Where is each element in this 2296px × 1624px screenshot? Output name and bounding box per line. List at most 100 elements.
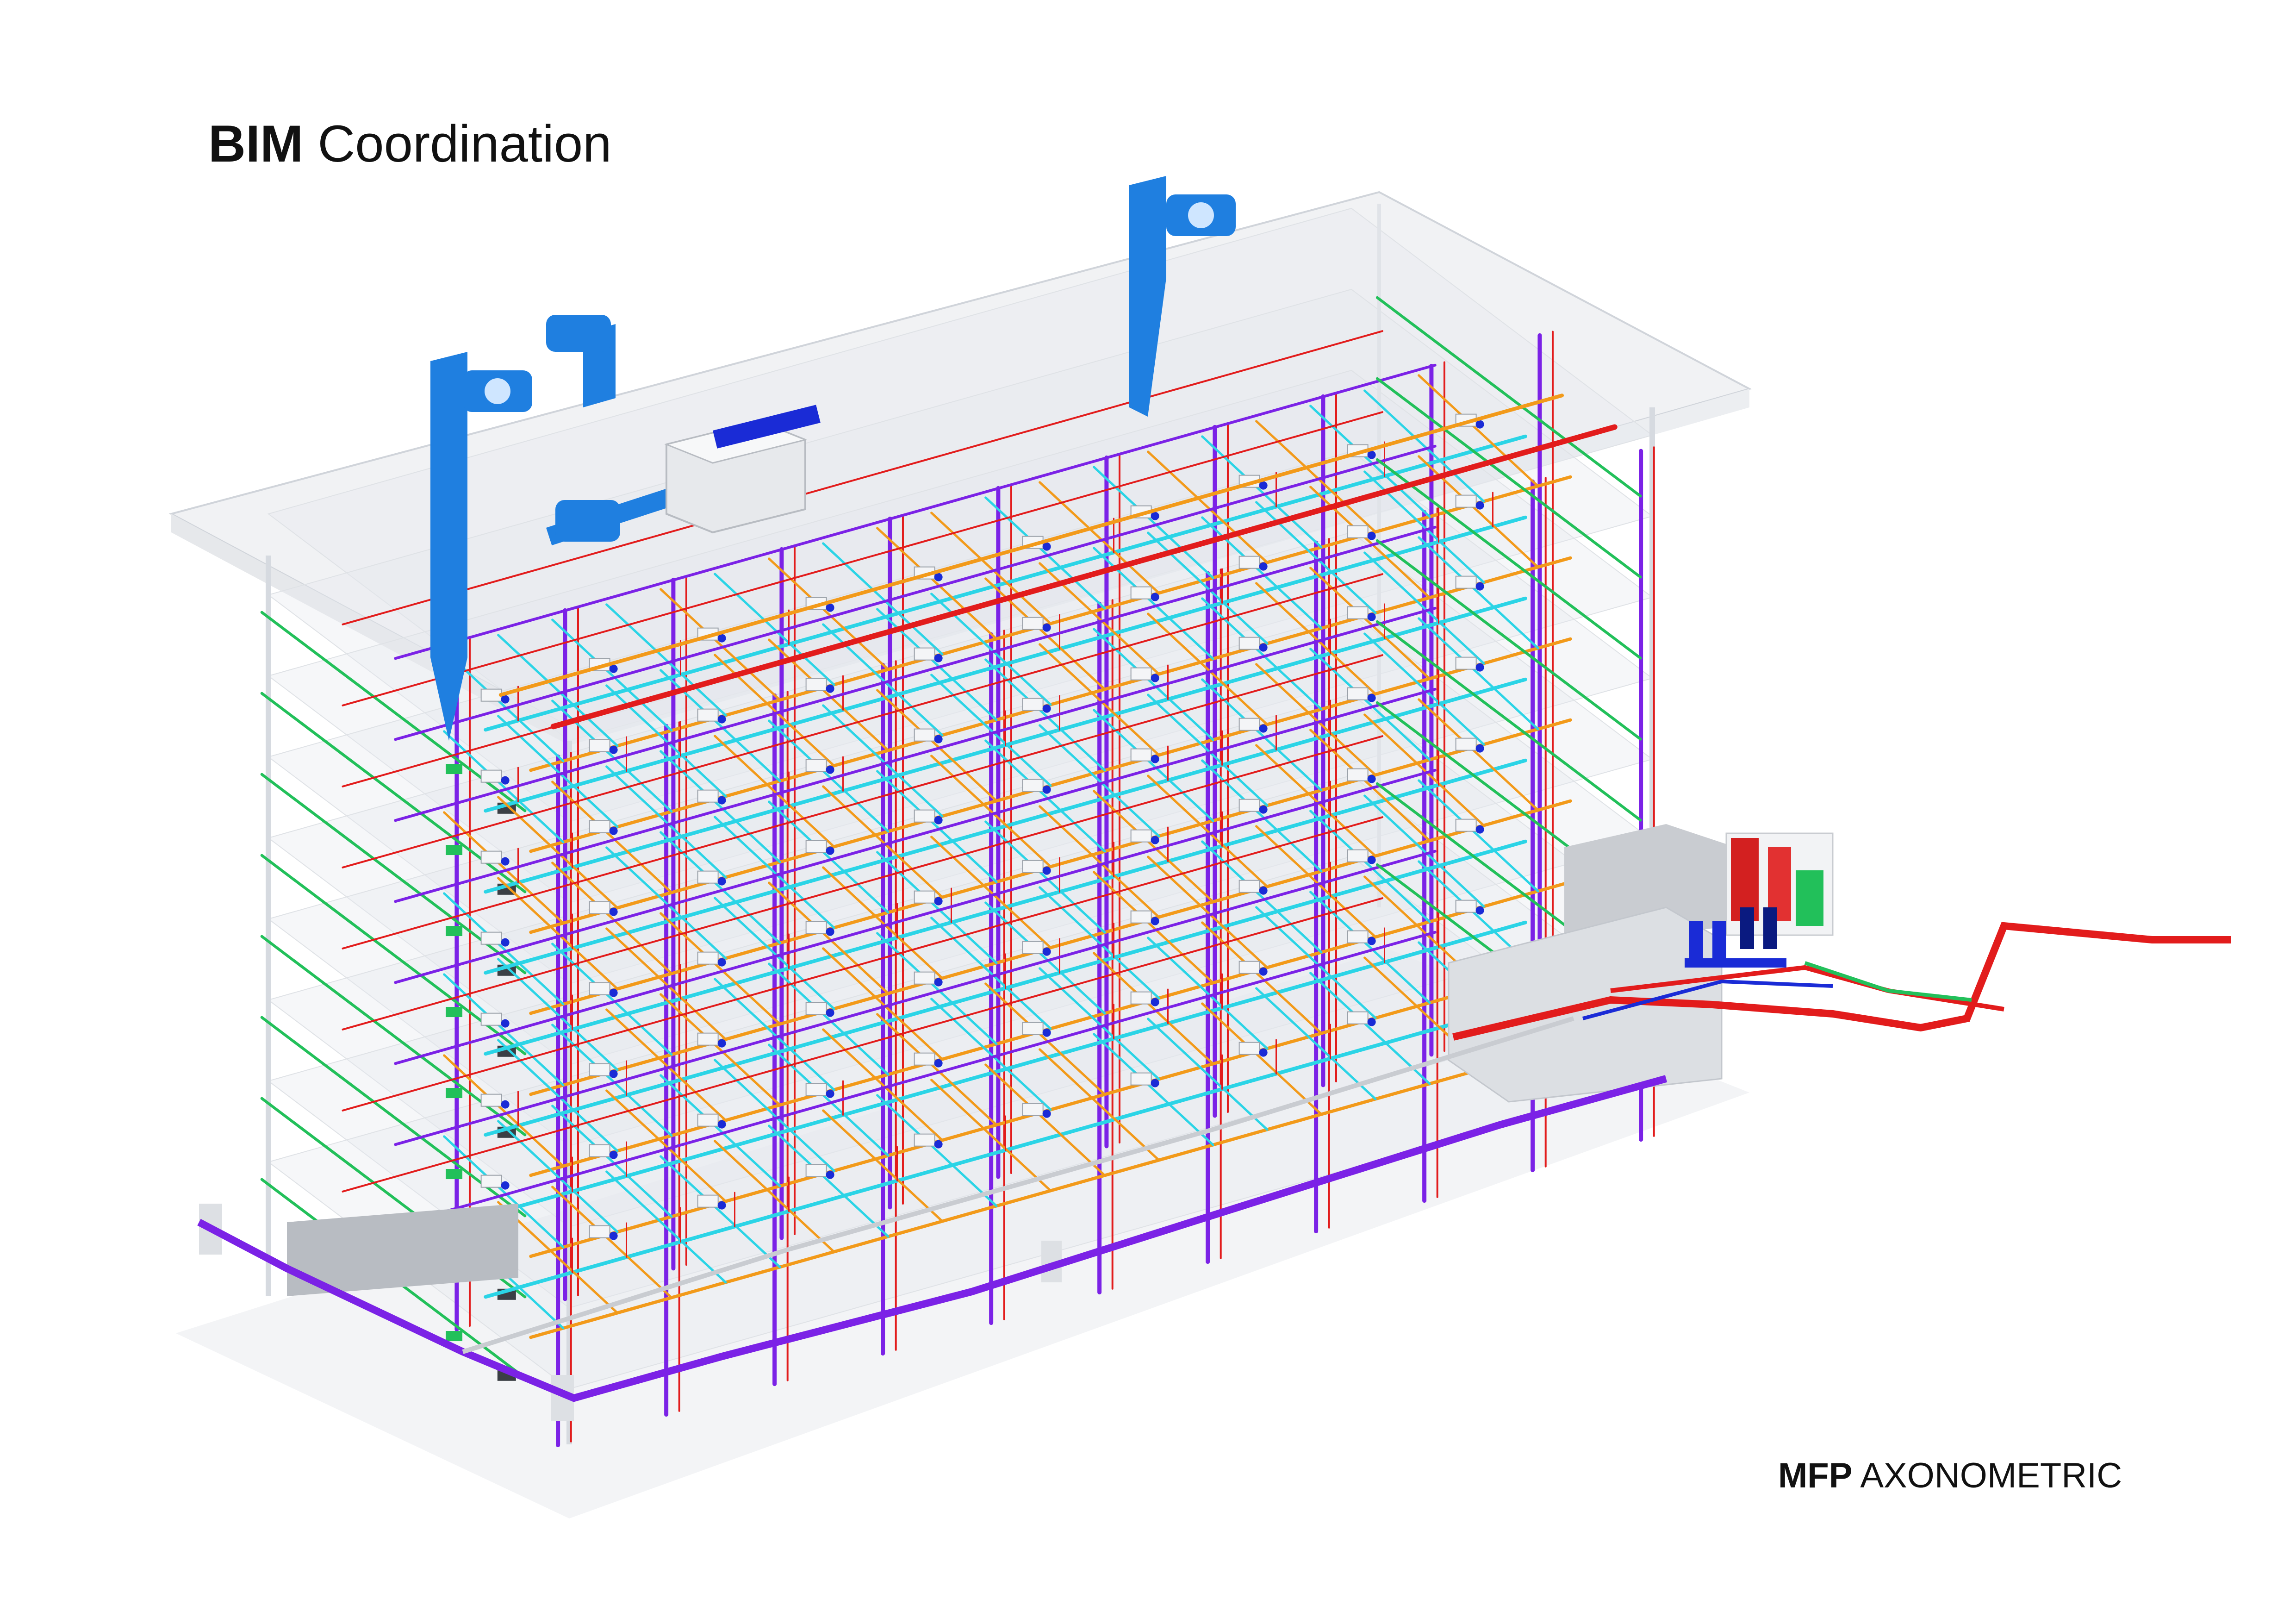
- cross-branch: [1255, 663, 1377, 776]
- fan-coil-icon: [914, 1052, 935, 1066]
- valve: [501, 1019, 510, 1028]
- cross-branch: [1363, 713, 1485, 827]
- fan-coil-icon: [1238, 880, 1260, 893]
- sprinkler-main: [342, 735, 1383, 1031]
- cross-branch: [1201, 597, 1323, 711]
- hot-water-ground: [498, 394, 1564, 697]
- fan-coil-icon: [805, 759, 827, 772]
- valve: [717, 715, 726, 724]
- valve: [1259, 1048, 1268, 1057]
- valve: [1475, 582, 1484, 591]
- cross-branch: [551, 781, 673, 894]
- fan-coil-icon: [1347, 768, 1369, 781]
- cross-branch: [822, 866, 944, 980]
- cross-branch: [551, 1024, 673, 1137]
- cross-branch: [768, 1124, 890, 1238]
- cross-branch: [443, 973, 565, 1087]
- fan-coil-icon: [1238, 718, 1260, 731]
- cross-branch: [1309, 729, 1431, 842]
- cross-branch: [714, 978, 835, 1091]
- cross-branch: [714, 816, 835, 929]
- cross-branch: [930, 755, 1052, 868]
- fan-coil-icon: [589, 1144, 610, 1157]
- valve: [934, 897, 943, 906]
- cross-branch: [1418, 779, 1539, 893]
- cross-branch: [1363, 794, 1485, 908]
- title-bold: BIM: [208, 115, 304, 173]
- fan-coil-icon: [697, 1194, 719, 1208]
- cross-branch: [984, 1063, 1106, 1177]
- fan-coil-icon: [1022, 941, 1044, 954]
- cross-branch: [1147, 937, 1269, 1050]
- cross-branch: [551, 1105, 673, 1218]
- cross-branch: [1201, 435, 1323, 549]
- fan-coil-icon: [1022, 1103, 1044, 1116]
- cross-branch: [605, 765, 727, 879]
- valve: [609, 1231, 618, 1240]
- cross-branch: [1309, 891, 1431, 1004]
- cross-branch: [1093, 871, 1214, 984]
- cross-branch: [1093, 628, 1214, 741]
- cross-branch: [660, 993, 781, 1106]
- fan-coil-icon: [589, 1063, 610, 1076]
- condensate-pump: [446, 1007, 463, 1018]
- valve: [1259, 886, 1268, 895]
- fan-coil-icon: [1022, 617, 1044, 630]
- valve: [501, 776, 510, 785]
- fan-coil-icon: [589, 982, 610, 995]
- cross-branch: [984, 820, 1106, 934]
- valve: [1042, 785, 1051, 794]
- fan-coil-icon: [480, 688, 502, 702]
- cross-branch: [605, 1170, 727, 1284]
- fan-coil-icon: [805, 1083, 827, 1096]
- fan-coil-icon: [805, 1002, 827, 1015]
- sanitary-branch: [394, 606, 1437, 903]
- floor-plate: [267, 369, 1654, 904]
- sanitary-branch: [394, 687, 1437, 984]
- cross-branch: [1039, 481, 1160, 594]
- valve: [934, 1140, 943, 1149]
- cross-branch: [1093, 790, 1214, 903]
- cross-branch: [876, 1094, 998, 1207]
- sanitary-branch: [394, 931, 1437, 1227]
- cross-branch: [1363, 551, 1485, 665]
- cross-branch: [605, 927, 727, 1041]
- drawing-label: MFP AXONOMETRIC: [1778, 1458, 2122, 1493]
- cross-branch: [768, 800, 890, 914]
- valve: [826, 927, 834, 936]
- cross-branch: [1093, 1033, 1214, 1146]
- valve: [1259, 481, 1268, 490]
- sanitary-ground-drain: [197, 1016, 1668, 1402]
- cross-branch: [1418, 617, 1539, 731]
- cross-branch: [984, 901, 1106, 1015]
- fan-coil-icon: [697, 1113, 719, 1127]
- valve: [934, 1059, 943, 1068]
- valve: [609, 1150, 618, 1159]
- cross-branch: [930, 917, 1052, 1030]
- condensate-pump: [446, 926, 463, 937]
- cross-branch: [660, 912, 781, 1025]
- cross-branch: [660, 1074, 781, 1187]
- fire-main-ground: [550, 424, 1618, 730]
- fan-coil-icon: [914, 728, 935, 742]
- condensate-branch: [1375, 539, 1642, 741]
- fan-coil-icon: [1238, 799, 1260, 812]
- cross-branch: [551, 862, 673, 975]
- valve: [1151, 512, 1159, 520]
- valve: [934, 978, 943, 987]
- fan-coil-icon: [914, 1133, 935, 1147]
- cross-branch: [1418, 536, 1539, 650]
- cross-branch: [551, 943, 673, 1056]
- cross-branch: [443, 892, 565, 1006]
- cross-branch: [1255, 420, 1377, 533]
- cross-branch: [660, 1155, 781, 1268]
- cross-branch: [1418, 374, 1539, 487]
- valve: [826, 1170, 834, 1179]
- fan-coil-icon: [697, 870, 719, 884]
- sanitary-branch: [394, 849, 1437, 1146]
- valve: [934, 573, 943, 581]
- fan-coil-icon: [1130, 991, 1152, 1005]
- condensate-branch: [1375, 620, 1642, 822]
- cross-branch: [1147, 612, 1269, 726]
